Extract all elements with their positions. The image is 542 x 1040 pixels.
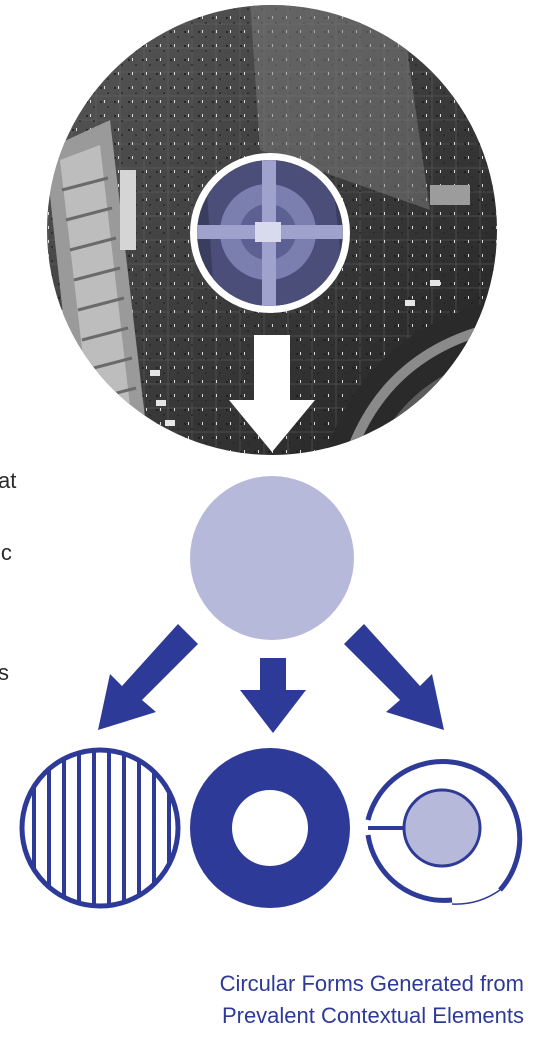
ring-circle	[190, 748, 350, 908]
arrow-down-left	[98, 624, 198, 730]
arrow-down-center	[240, 658, 306, 733]
circular-forms-diagram	[0, 0, 542, 940]
nested-circle	[368, 762, 520, 905]
diagram-caption: Circular Forms Generated from Prevalent …	[0, 968, 542, 1032]
caption-line-2: Prevalent Contextual Elements	[0, 1000, 524, 1032]
arrow-down-right	[344, 624, 444, 730]
striped-circle	[22, 740, 178, 920]
caption-line-1: Circular Forms Generated from	[0, 968, 524, 1000]
source-circle	[190, 476, 354, 640]
